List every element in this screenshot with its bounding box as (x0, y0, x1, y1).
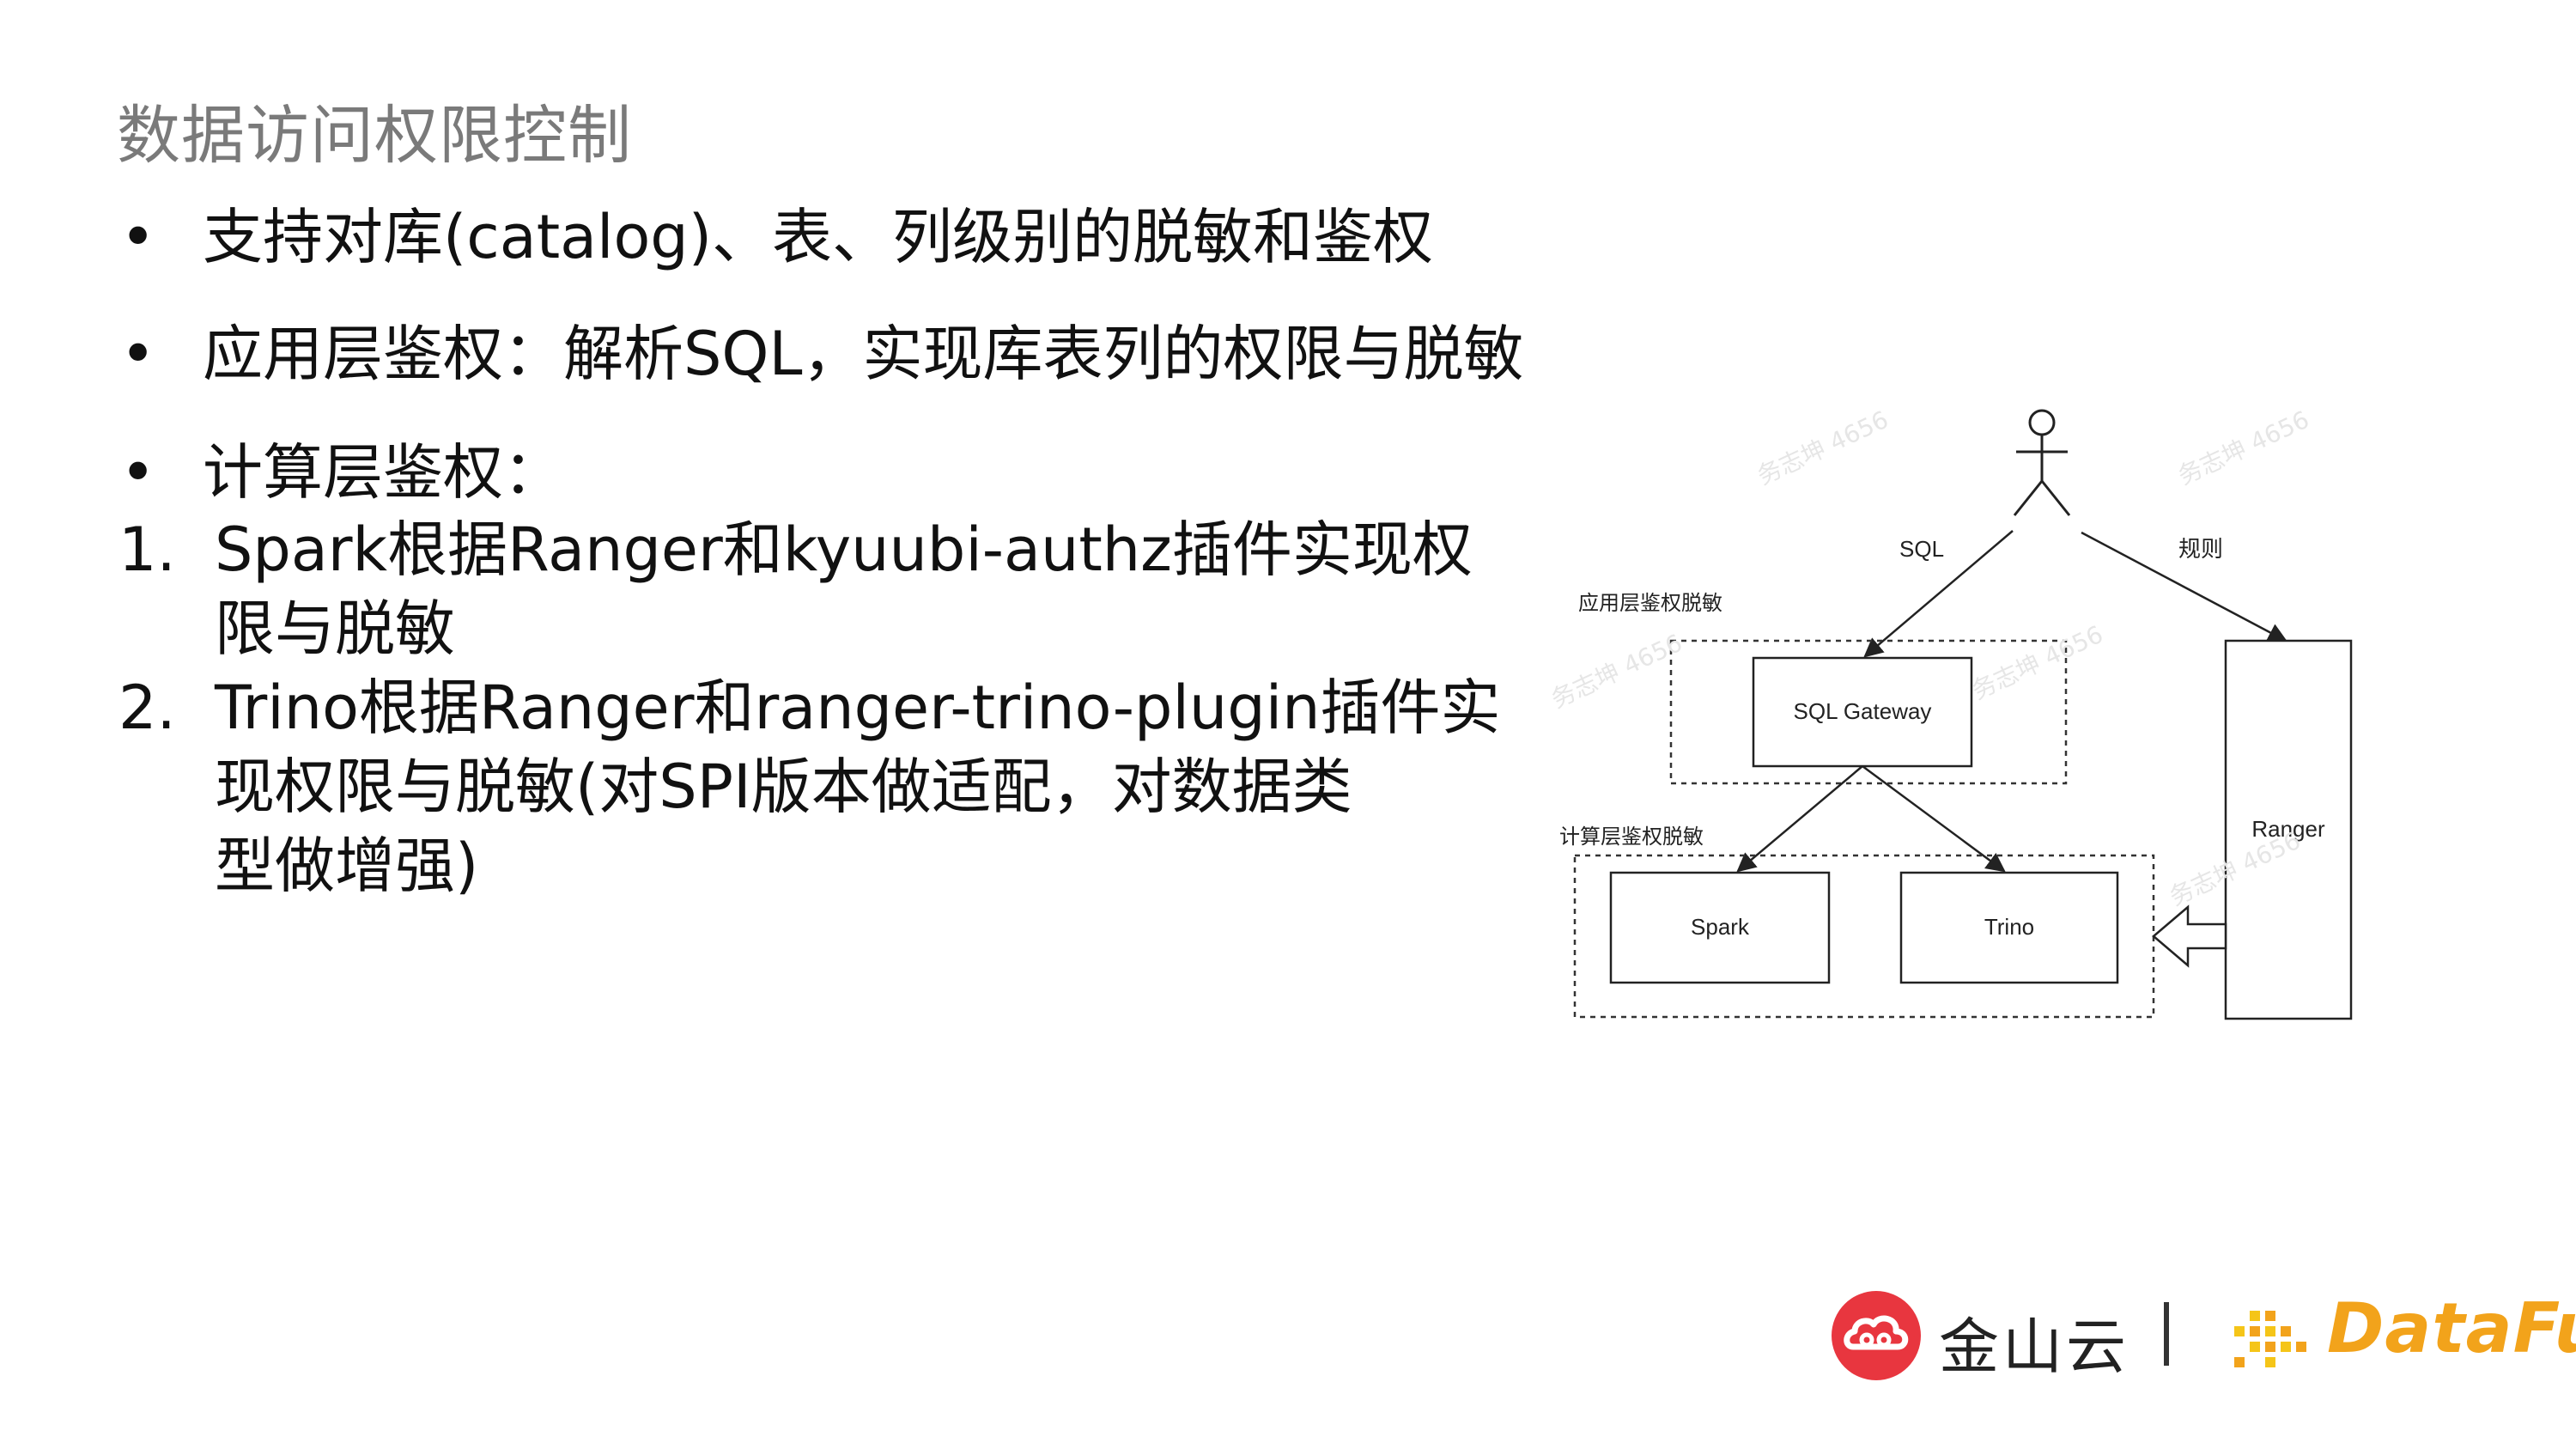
rules-arrow (2081, 531, 2287, 642)
ranger-label: Ranger (2251, 816, 2325, 842)
compute-layer-label: 计算层鉴权脱敏 (1559, 825, 1704, 849)
item-line: 限与脱敏 (215, 594, 455, 664)
item-number: 2. (118, 673, 176, 743)
datafun-pixel-icon (2234, 1311, 2306, 1367)
ranger-node (2224, 639, 2353, 1020)
sql-arrow (1863, 530, 2014, 658)
spark-label: Spark (1691, 914, 1750, 940)
item-text: Spark根据Ranger和kyuubi-authz插件实现权 限与脱敏 (215, 510, 1554, 668)
ranger-to-compute-arrow (2152, 904, 2227, 968)
app-layer-label: 应用层鉴权脱敏 (1578, 591, 1722, 615)
item-line: 型做增强) (215, 831, 479, 901)
gateway-to-trino-arrow (1862, 764, 2006, 873)
sql-gateway-label: SQL Gateway (1794, 698, 1932, 724)
datafun-wordmark: DataFun. (2327, 1288, 2576, 1368)
user-actor-icon (2013, 409, 2071, 516)
spark-node (1609, 871, 1831, 984)
diagram-svg: SQL 规则 应用层鉴权脱敏 SQL Gateway 计算层鉴权脱敏 Spark… (1559, 409, 2353, 1020)
bullet-text: 计算层鉴权： (203, 437, 563, 508)
gateway-to-spark-arrow (1736, 765, 1863, 873)
sql-gateway-node (1752, 656, 1973, 768)
item-line: 现权限与脱敏(对SPI版本做适配，对数据类 (215, 752, 1352, 822)
bullet-text: 应用层鉴权：解析SQL，实现库表列的权限与脱敏 (203, 319, 1524, 389)
item-line: Spark根据Ranger和kyuubi-authz插件实现权 (215, 514, 1473, 585)
slide-title: 数据访问权限控制 (117, 99, 632, 173)
item-text: Trino根据Ranger和ranger-trino-plugin插件实 现权限… (215, 668, 1554, 905)
trino-node (1899, 871, 2119, 984)
rules-edge-label: 规则 (2178, 537, 2223, 563)
sql-edge-label: SQL (1899, 536, 1944, 562)
architecture-diagram: 务志坤 4656 务志坤 4656 务志坤 4656 务志坤 4656 务志坤 … (1528, 395, 2404, 1048)
item-number: 1. (118, 514, 176, 585)
logo-separator (2164, 1302, 2169, 1366)
bullet-text: 支持对库(catalog)、表、列级别的脱敏和鉴权 (203, 202, 1434, 272)
trino-label: Trino (1984, 914, 2034, 940)
app-layer-group (1669, 639, 2068, 785)
bullet-marker: • (120, 437, 156, 508)
bullet-marker: • (120, 202, 156, 272)
footer-logos: 金山云 DataFun. (1829, 1288, 2576, 1391)
item-line: Trino根据Ranger和ranger-trino-plugin插件实 (215, 673, 1501, 743)
bullet-marker: • (120, 319, 156, 389)
kingsoft-cloud-logo-icon (1832, 1291, 1921, 1380)
kingsoft-cloud-wordmark: 金山云 (1939, 1312, 2129, 1382)
